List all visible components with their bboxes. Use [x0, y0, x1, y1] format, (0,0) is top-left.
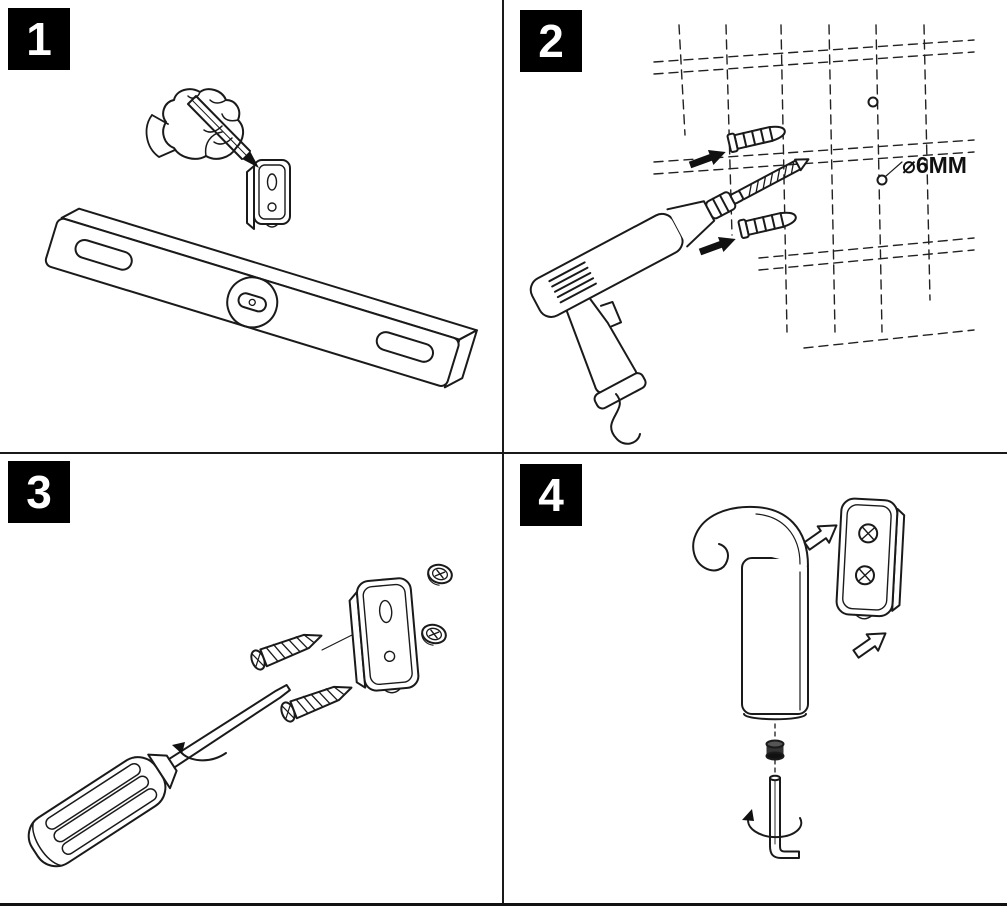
wall-hook-icon — [692, 505, 809, 721]
screw-icon — [250, 633, 323, 671]
wall-anchor-icon — [737, 211, 797, 239]
screw-head-icon — [421, 623, 447, 646]
screw-head-icon — [858, 523, 879, 544]
power-cord — [610, 393, 641, 445]
step-4-panel: 4 — [504, 454, 1007, 906]
push-arrow-icon — [688, 149, 726, 169]
step-2-badge: 2 — [520, 10, 582, 72]
rotation-arrow-icon — [742, 809, 803, 839]
step-1-panel: 1 — [0, 0, 503, 452]
step-1-badge: 1 — [8, 8, 70, 70]
screw-head-icon — [427, 563, 453, 586]
slide-arrow-icon — [803, 524, 838, 551]
step-4-illustration — [692, 497, 906, 859]
sheet-bottom-border — [0, 903, 1007, 906]
mounting-plate-icon — [348, 577, 420, 694]
step-3-badge: 3 — [8, 461, 70, 523]
slide-arrow-icon — [852, 632, 887, 659]
push-arrow-icon — [698, 236, 736, 256]
allen-key-icon — [769, 774, 800, 859]
step-4-badge: 4 — [520, 464, 582, 526]
step-2-panel: 2 — [504, 0, 1007, 452]
step-1-illustration — [44, 88, 478, 389]
rotation-arrow-icon — [172, 742, 227, 762]
mounted-plate-icon — [835, 497, 906, 620]
wall-anchor-icon — [726, 125, 786, 153]
screwdriver-icon — [27, 684, 291, 868]
step-3-illustration — [27, 563, 453, 868]
panel-divider-horizontal — [0, 452, 1007, 454]
screw-head-icon — [854, 565, 875, 586]
wall-grid — [653, 24, 975, 349]
step-3-panel: 3 — [0, 454, 503, 906]
hand-icon — [145, 88, 244, 160]
drill-bit — [737, 159, 802, 201]
drill-hole-icon — [867, 96, 879, 108]
wall-bracket-plate-icon — [246, 159, 291, 230]
screw-icon — [280, 685, 353, 723]
set-screw-icon — [765, 739, 785, 761]
drill-hole-icon — [876, 174, 888, 186]
pencil-icon — [187, 95, 259, 168]
spirit-level-icon — [44, 207, 478, 389]
drill-diameter-label: ⌀6MM — [902, 152, 967, 178]
power-drill-icon — [529, 158, 810, 410]
step-2-illustration: ⌀6MM — [529, 24, 975, 445]
